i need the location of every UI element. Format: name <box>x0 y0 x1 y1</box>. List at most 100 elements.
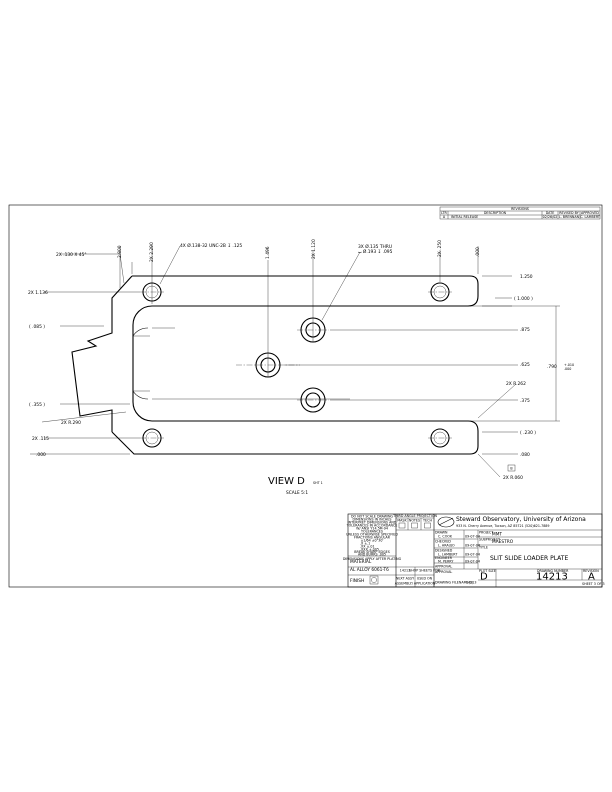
view-label: VIEW D <box>268 476 305 487</box>
dim-tapped-holes: 4X Ø.138-32 UNC-2B ↧ .125 <box>180 242 242 249</box>
dim-875: .875 <box>520 327 530 333</box>
svg-text:DIMENSIONS IN INCHES: DIMENSIONS IN INCHES <box>352 518 391 522</box>
dim-1250: 1.250 <box>520 274 533 280</box>
svg-text:BREAK SHARP EDGES: BREAK SHARP EDGES <box>354 550 390 554</box>
svg-text:INTERPRET DIMENSIONS AND: INTERPRET DIMENSIONS AND <box>348 521 397 525</box>
svg-text:09-07-04: 09-07-04 <box>465 553 480 557</box>
revision-letter: A <box>588 572 595 583</box>
dim-2800: 2.800 <box>117 245 123 258</box>
material-value: AL ALLOY 6061-T6 <box>350 567 389 573</box>
dim-355: ( .355 ) <box>29 402 45 408</box>
rev-row-ltr: A <box>443 215 446 219</box>
revisions-title: REVISIONS <box>511 207 529 211</box>
sheet-number: SHEET 3 OF 3 <box>582 582 605 586</box>
dim-790: .790 <box>547 364 557 370</box>
svg-text:09-07-04: 09-07-04 <box>465 544 480 548</box>
plating-note: DIMENSIONS APPLY AFTER PLATING <box>343 557 402 561</box>
svg-text:TOLERANCES IN ACCORDANCE: TOLERANCES IN ACCORDANCE <box>346 524 398 528</box>
material-label: MATERIAL <box>350 559 372 565</box>
view-label-group: VIEW D SHT 1 SCALE 5:1 <box>268 476 323 496</box>
assembly-caption: ASSEMBLY/ APPLICATION <box>395 582 436 586</box>
svg-text:FRACTIONS ANGULAR: FRACTIONS ANGULAR <box>354 536 391 540</box>
drawing-filename: 14213 <box>466 581 477 585</box>
rev-header-desc: DESCRIPTION <box>484 211 507 215</box>
svg-text:DO NOT SCALE DRAWING: DO NOT SCALE DRAWING <box>351 515 393 519</box>
tolerance-notes: DO NOT SCALE DRAWING DIMENSIONS IN INCHE… <box>346 515 399 557</box>
dim-2x-r060: 2X R.060 <box>503 475 523 481</box>
drawing-number: 14213 <box>536 572 568 583</box>
dim-2x-r290: 2X R.290 <box>61 420 81 426</box>
svg-text:TOLERANCES: TOLERANCES <box>360 530 383 534</box>
svg-text:REVISION: REVISION <box>583 569 599 573</box>
finish-label: FINISH <box>350 578 364 584</box>
dim-790-tol-plus: +.010 <box>564 363 574 367</box>
svg-text:PLOT SIZE: PLOT SIZE <box>479 569 496 573</box>
datum-b-box <box>507 464 516 472</box>
dim-2x-1120: 2X 1.120 <box>311 239 317 259</box>
svg-text:MASK: MASK <box>397 519 407 523</box>
dim-zero-top: .000 <box>475 247 481 257</box>
dim-230: ( .230 ) <box>520 430 536 436</box>
svg-text:NOTES: NOTES <box>409 519 420 523</box>
subproject-value: MAESTRO <box>492 539 514 545</box>
revisions-table: REVISIONS LTR DESCRIPTION DATE REVISED B… <box>439 206 601 219</box>
project-value: MMT <box>492 532 502 538</box>
leaders <box>41 245 517 478</box>
svg-text:.XXX ±.005: .XXX ±.005 <box>360 548 379 552</box>
svg-text:M. PERRY: M. PERRY <box>438 560 454 564</box>
svg-text:AND BURRS .005: AND BURRS .005 <box>358 553 386 557</box>
center-lines <box>30 246 560 455</box>
svg-text:.X ±.1: .X ±.1 <box>360 542 370 546</box>
svg-text:L. ARAUJO: L. ARAUJO <box>438 544 455 548</box>
dim-080: .080 <box>520 452 530 458</box>
dim-2x-250: 2X .250 <box>437 240 443 257</box>
dim-1000: ( 1.000 ) <box>514 296 533 302</box>
svg-text:L. LAMBERT: L. LAMBERT <box>438 553 458 557</box>
shop-sheets-caption: SHOP SHEETS FOR <box>409 569 441 573</box>
svg-text:.XX ±.01: .XX ±.01 <box>360 545 375 549</box>
datum-b: B <box>510 467 513 471</box>
dim-1496: 1.496 <box>265 246 271 259</box>
dim-2x-2290: 2X 2.290 <box>149 242 155 262</box>
drawing-title: SLIT SLIDE LOADER PLATE <box>490 555 568 562</box>
company-logo-icon <box>437 516 455 528</box>
rev-header-approved: APPROVED <box>581 211 599 215</box>
title-block: DO NOT SCALE DRAWING DIMENSIONS IN INCHE… <box>343 513 605 588</box>
dim-2x-1136: 2X 1.136 <box>28 290 48 296</box>
shop-part-no: 14213 <box>400 569 411 573</box>
svg-text:APPROVAL: APPROVAL <box>435 570 452 574</box>
sheet-border <box>8 204 603 588</box>
part-outline <box>71 275 479 455</box>
dim-085: ( .085 ) <box>29 324 45 330</box>
svg-text:09-07-04: 09-07-04 <box>465 535 480 539</box>
svg-text:DRAWING NUMBER: DRAWING NUMBER <box>537 569 569 573</box>
dim-790-tol-minus: .000 <box>564 367 571 371</box>
next-assy-label: NEXT ASSY <box>396 577 415 581</box>
view-scale: SCALE 5:1 <box>286 490 308 496</box>
dim-chamfer: 2X .130 X 45° <box>56 252 87 258</box>
dim-625: .625 <box>520 362 530 368</box>
dim-thru-hole-2: ⌴ Ø.193 ↧ .095 <box>358 248 393 255</box>
rev-row-approved: C. LAMBERT <box>580 215 601 219</box>
finish-symbol-icon <box>371 577 377 583</box>
third-angle-label: THIRD ANGLE PROJECTION <box>392 514 437 518</box>
rev-row-date: 02/26/02 <box>543 215 558 219</box>
company-address: 933 N. Cherry Avenue, Tucson, AZ 85721 (… <box>456 524 550 528</box>
rev-header-date: DATE <box>546 211 555 215</box>
rev-header-revised: REVISED BY <box>559 211 579 215</box>
dim-375: .375 <box>520 398 530 404</box>
rev-row-revised: L. BRENNAN <box>559 215 580 219</box>
dim-2x-115: 2X .115 <box>32 436 49 442</box>
svg-text:DRAWING FILENAME(S): DRAWING FILENAME(S) <box>435 581 473 585</box>
svg-text:SUBPROJECT: SUBPROJECT <box>479 538 501 542</box>
dimension-labels: 2X .130 X 45° 2X 1.136 ( .085 ) ( .355 )… <box>28 239 574 481</box>
dim-zero-left: .000 <box>36 452 46 458</box>
svg-text:TECH: TECH <box>422 519 432 523</box>
company-name: Steward Observatory, University of Arizo… <box>456 516 586 523</box>
svg-text:C. COOK: C. COOK <box>438 535 453 539</box>
svg-text:APPROVAL: APPROVAL <box>435 565 452 569</box>
plot-size: D <box>480 572 488 583</box>
used-on-label: USED ON <box>417 577 433 581</box>
svg-text:PROJECT: PROJECT <box>479 531 494 535</box>
